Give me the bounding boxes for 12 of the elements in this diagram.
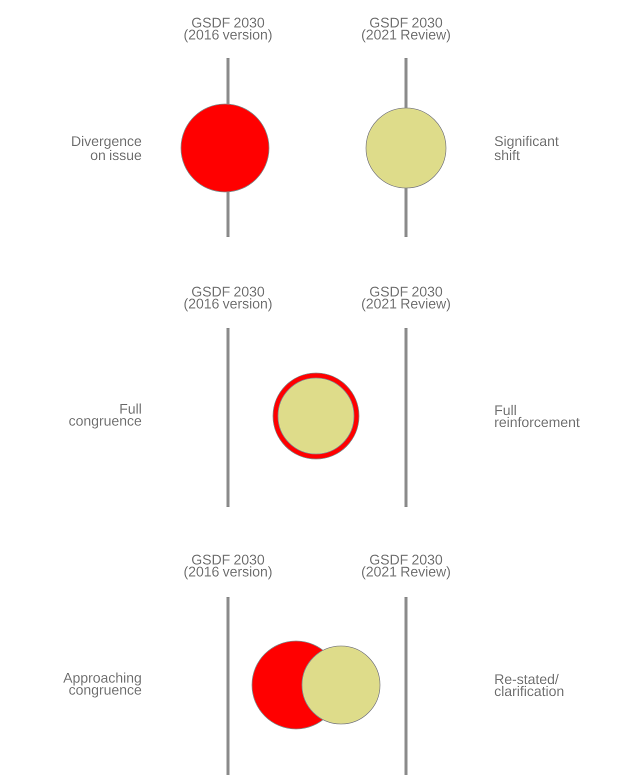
side-label: Full reinforcement (495, 404, 580, 428)
heading-label: GSDF 2030 (2021 Review) (362, 286, 450, 312)
side-label: Re-stated/ clarification (494, 674, 564, 696)
side-label: Significant shift (494, 136, 559, 160)
side-label: Full congruence (69, 403, 142, 429)
side-label: Approaching congruence (63, 672, 142, 698)
side-label: Divergence on issue (72, 136, 142, 160)
heading-label: GSDF 2030 (2016 version) (184, 18, 272, 42)
heading-label: GSDF 2030 (2016 version) (184, 554, 272, 580)
heading-label: GSDF 2030 (2016 version) (184, 286, 272, 312)
heading-label: GSDF 2030 (2021 Review) (362, 18, 450, 42)
heading-label: GSDF 2030 (2021 Review) (362, 554, 450, 580)
